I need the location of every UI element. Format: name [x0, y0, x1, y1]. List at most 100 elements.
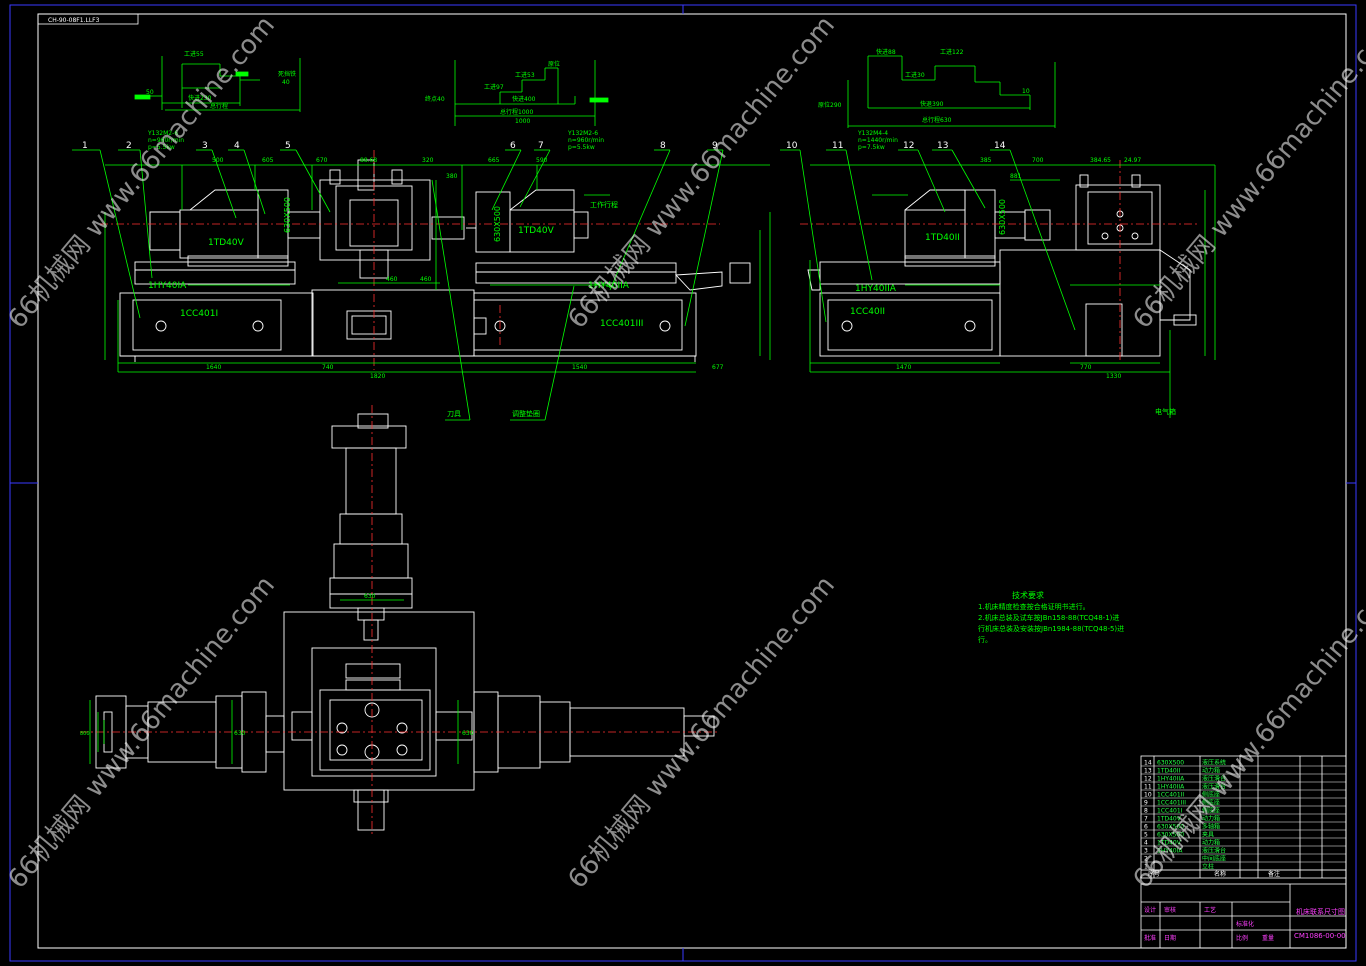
tb-design: 设计 [1144, 906, 1156, 914]
tb-approve: 批准 [1144, 934, 1156, 942]
dim-24: 384.65 [1090, 157, 1111, 164]
dim-6: 590 [536, 157, 548, 164]
slide-left-label: 1HY40IA [148, 281, 187, 291]
dimensions-front-right [809, 164, 1216, 373]
head-left-box: 630X500 [283, 197, 292, 233]
plan-dimensions [89, 599, 459, 764]
callout-9: 9 [712, 141, 718, 151]
parts-row-number: 6 [1144, 824, 1148, 831]
plan-dim-right: 630 [462, 730, 474, 737]
plan-dim-text: 630 630 630 800 [80, 593, 474, 737]
drawing-frame-inner [37, 13, 1347, 949]
motor1-spec: n=960r/min [148, 137, 184, 144]
parts-row-name: 动力箱 [1202, 815, 1220, 823]
callout-11: 11 [832, 141, 843, 151]
base-rv-label: 1CC40II [850, 307, 885, 317]
motor3-model: Y132M4-4 [857, 130, 888, 137]
parts-row-code: 1TD40V [1157, 816, 1182, 823]
sd-left-a: 50 [146, 89, 154, 96]
motor2-power: p=5.5kw [568, 144, 595, 151]
callout-13: 13 [937, 141, 948, 151]
sd-mid-rapid: 快进400 [512, 95, 536, 103]
dim-15: 1540 [572, 364, 587, 371]
tech-line4: 行。 [978, 635, 992, 644]
parts-row-number: 14 [1144, 760, 1152, 767]
plan-view [95, 413, 715, 831]
sd-right-work2: 工进30 [905, 71, 925, 79]
dim-13: 1820 [370, 373, 385, 380]
dim-4: 320 [422, 157, 434, 164]
parts-row-number: 12 [1144, 776, 1152, 783]
sd-right-rapid: 快退390 [920, 100, 944, 108]
stroke-diagram-right-text: 快进88 工进122 工进30 快退390 总行程630 原位290 10 [818, 48, 1030, 124]
parts-row-name: 侧底座 [1202, 791, 1220, 799]
watermark-5: 66机械网 www.66machine.com [562, 571, 841, 895]
dim-20: 1330 [1106, 373, 1121, 380]
parts-row-name: 中间底座 [1202, 855, 1226, 863]
slide-right-label: 1HY40IIA [588, 281, 630, 291]
callout-8: 8 [660, 141, 666, 151]
hole-base-left-1 [155, 320, 167, 332]
work-stroke-label: 工作行程 [590, 200, 618, 209]
tb-process: 工艺 [1204, 906, 1216, 914]
component-labels: Y132M2-6 n=960r/min p=5.5kw Y132M2-6 n=9… [147, 130, 1176, 418]
dim-22: 385 [980, 157, 992, 164]
parts-row-number: 1 [1144, 864, 1148, 871]
parts-row-number: 11 [1144, 784, 1152, 791]
tech-line1: 1.机床精度检查按合格证明书进行。 [978, 602, 1090, 611]
callout-2: 2 [126, 141, 132, 151]
sd-right-v10: 10 [1022, 88, 1030, 95]
hole-right-view-1 [841, 320, 853, 332]
plan-centerlines [80, 405, 720, 835]
title-block [1140, 883, 1347, 949]
dim-2: 670 [316, 157, 328, 164]
callout-12: 12 [903, 141, 914, 151]
parts-row-number: 9 [1144, 800, 1148, 807]
parts-header-note: 备注 [1268, 870, 1280, 878]
column-right [999, 249, 1161, 357]
sd-mid-value: 1000 [515, 118, 530, 125]
parts-row-code: 1CC401III [1157, 800, 1186, 807]
dim-12: 740 [322, 364, 334, 371]
dim-10: 460 [386, 276, 398, 283]
parts-row-code: 1TD40II [1157, 768, 1181, 775]
adjust-label: 调整垫圈 [512, 409, 540, 418]
parts-row-number: 13 [1144, 768, 1152, 775]
sd-right-total: 总行程630 [922, 116, 952, 124]
drawing-number: CM1086-00-00 [1294, 932, 1346, 940]
front-view-left [119, 159, 751, 362]
parts-header: 序号 名称 备注 [1148, 870, 1280, 878]
parts-row-name: 立柱 [1202, 863, 1214, 871]
parts-row-code: 1TD40V [1157, 840, 1182, 847]
motor1-model: Y132M2-6 [147, 130, 178, 137]
parts-row-number: 10 [1144, 792, 1152, 799]
sd-left-rapid: 快进230 [188, 94, 212, 102]
callout-3: 3 [202, 141, 208, 151]
head-left-label: 1TD40V [208, 238, 245, 248]
callout-5: 5 [285, 141, 291, 151]
base-right-view [819, 292, 1001, 357]
tb-weight: 重量 [1262, 934, 1274, 942]
watermark-3: 66机械网 www.66machine.com [1127, 11, 1366, 335]
slide-right [475, 262, 677, 284]
callout-6: 6 [510, 141, 516, 151]
callout-14: 14 [994, 141, 1006, 151]
parts-row-number: 8 [1144, 808, 1148, 815]
sd-right-start: 原位290 [818, 101, 842, 109]
callout-4: 4 [234, 141, 240, 151]
sd-left-total: 总行程 [210, 102, 228, 110]
parts-header-name: 名称 [1214, 870, 1226, 878]
head-right-label: 1TD40V [518, 226, 555, 236]
parts-row-code: 630X500 [1157, 832, 1184, 839]
stroke-diagram-mid [454, 60, 609, 126]
tech-line2: 2.机床总装及试车按JBn158-88(TCQ48-1)进 [978, 613, 1119, 622]
power-head-left [179, 209, 259, 259]
title-block-text: 机床联系尺寸图 CM1086-00-00 设计 审核 工艺 标准化 批准 日期 … [1144, 906, 1346, 942]
hole-right-view-2 [964, 320, 976, 332]
parts-row-code: 1CC401II [1157, 792, 1184, 799]
parts-row-code: 1CC401I [1157, 808, 1183, 815]
callout-leaders-front [72, 149, 724, 421]
plan-dim-left-side: 630 [234, 730, 246, 737]
middle-base [311, 289, 475, 357]
